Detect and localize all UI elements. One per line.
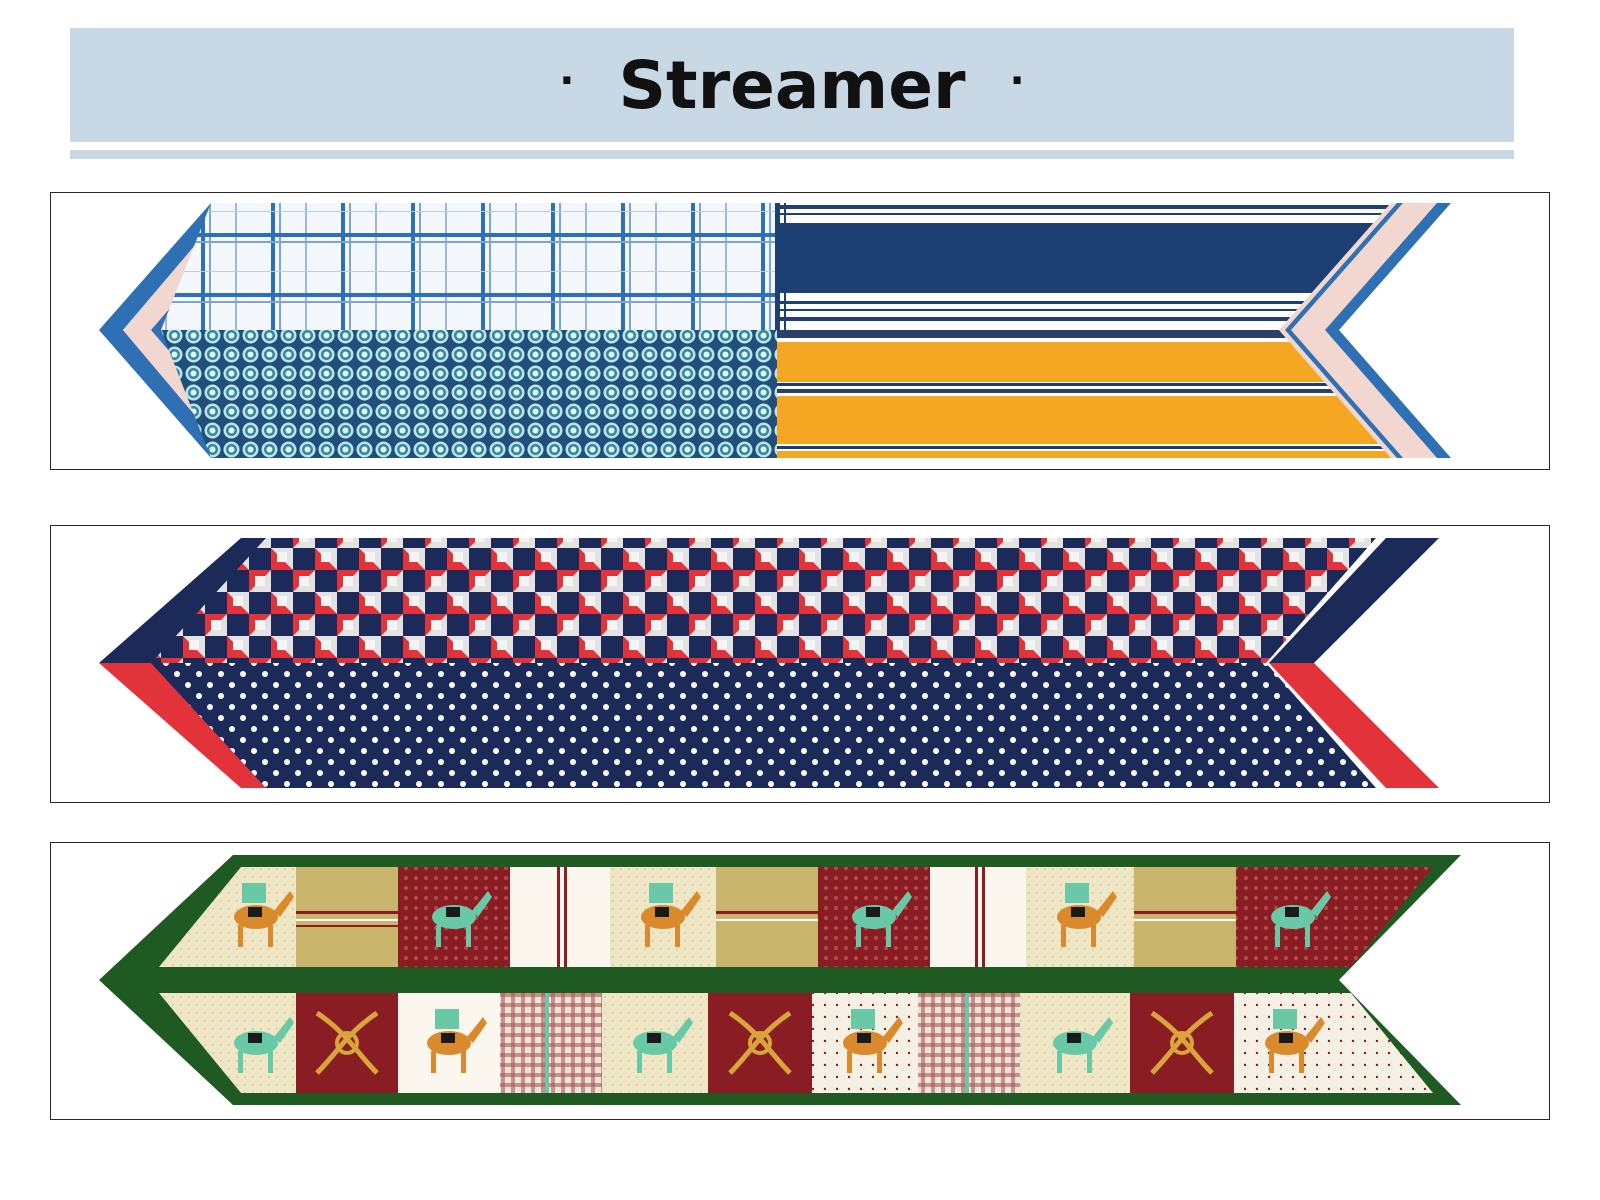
- streamer-panel-1: [50, 192, 1550, 470]
- streamer-panel-2: [50, 525, 1550, 803]
- streamer-2-graphic: [99, 538, 1439, 788]
- title-bullet-left: ·: [559, 58, 575, 104]
- title-bullet-right: ·: [1009, 58, 1025, 104]
- title-label: Streamer: [618, 46, 966, 124]
- streamer-1-graphic: [99, 203, 1451, 458]
- title-banner: · Streamer ·: [70, 28, 1514, 142]
- page-title: · Streamer ·: [559, 47, 1024, 124]
- streamer-3-graphic: [99, 855, 1461, 1105]
- streamer-panel-3: [50, 842, 1550, 1120]
- title-underline: [70, 150, 1514, 159]
